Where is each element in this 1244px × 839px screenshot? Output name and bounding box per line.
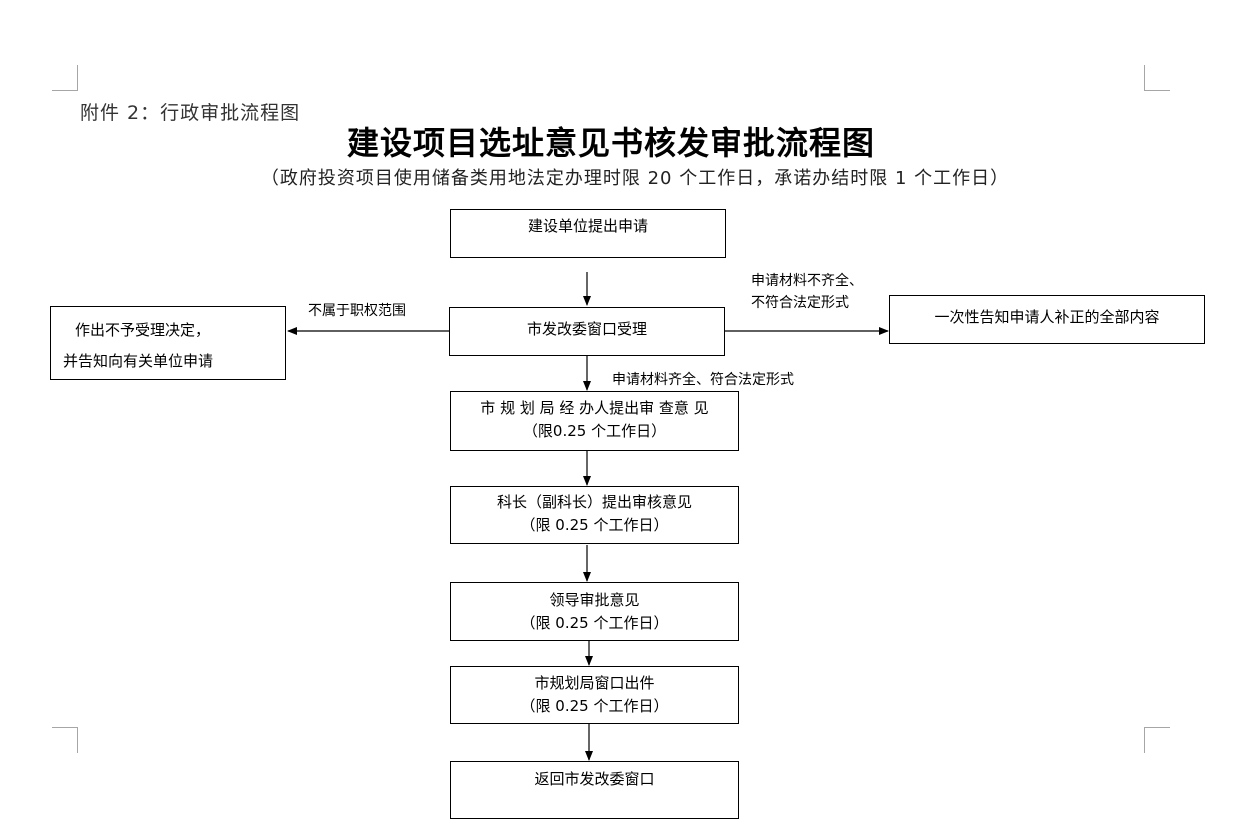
page-subtitle: （政府投资项目使用储备类用地法定办理时限 20 个工作日，承诺办结时限 1 个工… bbox=[260, 168, 1010, 189]
step-issue-line2: （限 0.25 个工作日） bbox=[520, 697, 669, 715]
step-return-text: 返回市发改委窗口 bbox=[534, 770, 655, 788]
page-title: 建设项目选址意见书核发审批流程图 bbox=[346, 124, 875, 162]
attachment-label: 附件 2：行政审批流程图 bbox=[80, 102, 301, 124]
step-apply: 建设单位提出申请 bbox=[450, 209, 726, 258]
step-chief-line2: （限 0.25 个工作日） bbox=[520, 516, 669, 534]
page-corner-mark-top-right bbox=[1144, 65, 1170, 91]
step-apply-text: 建设单位提出申请 bbox=[527, 217, 648, 235]
page-corner-mark-bottom-left bbox=[52, 727, 78, 753]
step-reject-line2: 并告知向有关单位申请 bbox=[63, 352, 214, 370]
step-reject: 作出不予受理决定， 并告知向有关单位申请 bbox=[50, 306, 286, 380]
step-review-line2: （限0.25 个工作日） bbox=[522, 422, 667, 440]
step-leader: 领导审批意见 （限 0.25 个工作日） bbox=[450, 582, 739, 641]
step-review-line1: 市 规 划 局 经 办人提出审 查意 见 bbox=[480, 399, 709, 417]
step-accept: 市发改委窗口受理 bbox=[449, 307, 725, 356]
page-corner-mark-top-left bbox=[52, 65, 78, 91]
note-complete: 申请材料齐全、符合法定形式 bbox=[612, 372, 794, 388]
step-issue-line1: 市规划局窗口出件 bbox=[534, 674, 655, 692]
step-notify-text: 一次性告知申请人补正的全部内容 bbox=[934, 308, 1160, 326]
step-issue: 市规划局窗口出件 （限 0.25 个工作日） bbox=[450, 666, 739, 724]
step-review: 市 规 划 局 经 办人提出审 查意 见 （限0.25 个工作日） bbox=[450, 391, 739, 451]
step-return: 返回市发改委窗口 bbox=[450, 761, 739, 819]
step-leader-line1: 领导审批意见 bbox=[549, 591, 640, 609]
note-incomplete-line2: 不符合法定形式 bbox=[751, 295, 849, 311]
note-incomplete-line1: 申请材料不齐全、 bbox=[751, 273, 863, 289]
step-reject-line1: 作出不予受理决定， bbox=[75, 321, 211, 339]
step-chief-line1: 科长（副科长）提出审核意见 bbox=[496, 493, 692, 511]
step-notify: 一次性告知申请人补正的全部内容 bbox=[889, 295, 1205, 344]
note-not-in-scope: 不属于职权范围 bbox=[308, 303, 406, 319]
step-accept-text: 市发改委窗口受理 bbox=[526, 320, 647, 338]
page-corner-mark-bottom-right bbox=[1144, 727, 1170, 753]
step-leader-line2: （限 0.25 个工作日） bbox=[520, 614, 669, 632]
step-chief: 科长（副科长）提出审核意见 （限 0.25 个工作日） bbox=[450, 486, 739, 544]
